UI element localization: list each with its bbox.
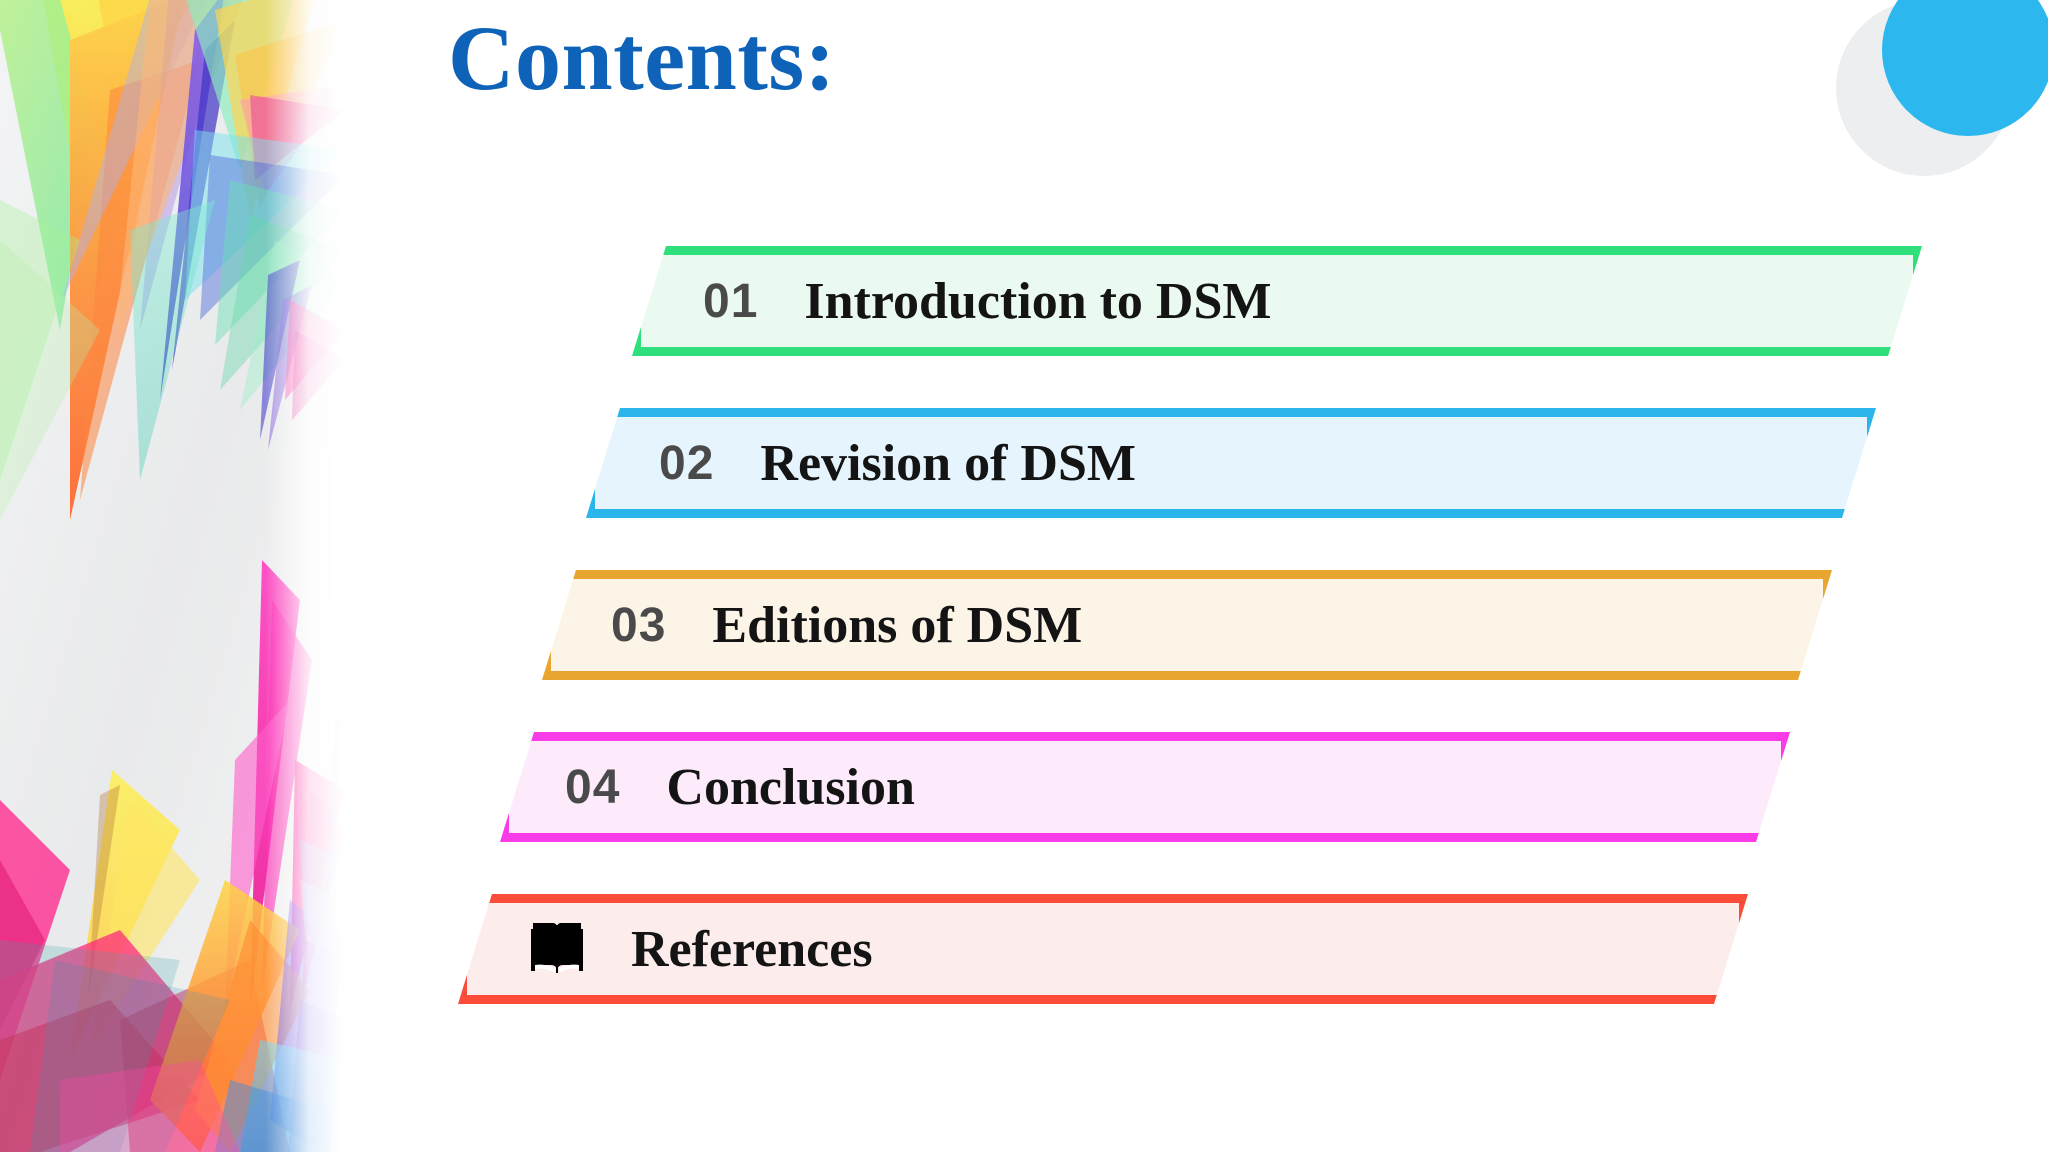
contents-item-number: 02 — [659, 436, 715, 490]
contents-item-label: Introduction to DSM — [804, 272, 1272, 330]
contents-item-label: References — [631, 920, 873, 978]
contents-item-editions-of-dsm[interactable]: 03 Editions of DSM — [542, 570, 1832, 680]
corner-circles-decoration — [1836, 0, 2048, 204]
contents-item-introduction-to-dsm[interactable]: 01 Introduction to DSM — [632, 246, 1922, 356]
contents-item-number: 03 — [611, 598, 667, 652]
contents-item-number: 01 — [703, 274, 759, 328]
open-book-icon — [529, 919, 585, 979]
page-title: Contents: — [448, 7, 836, 109]
contents-row: 02 Revision of DSM — [0, 408, 2048, 526]
contents-row: 01 Introduction to DSM — [0, 246, 2048, 364]
contents-item-number: 04 — [565, 760, 621, 814]
contents-item-label: Editions of DSM — [712, 596, 1083, 654]
contents-row: 03 Editions of DSM — [0, 570, 2048, 688]
contents-item-revision-of-dsm[interactable]: 02 Revision of DSM — [586, 408, 1876, 518]
contents-item-references[interactable]: References — [458, 894, 1748, 1004]
contents-item-label: Revision of DSM — [760, 434, 1136, 492]
contents-item-conclusion[interactable]: 04 Conclusion — [500, 732, 1790, 842]
contents-list: 01 Introduction to DSM 02 Revision of DS… — [0, 246, 2048, 1056]
contents-row: References — [0, 894, 2048, 1012]
contents-row: 04 Conclusion — [0, 732, 2048, 850]
circle-accent-icon — [1882, 0, 2048, 136]
contents-item-label: Conclusion — [666, 758, 915, 816]
